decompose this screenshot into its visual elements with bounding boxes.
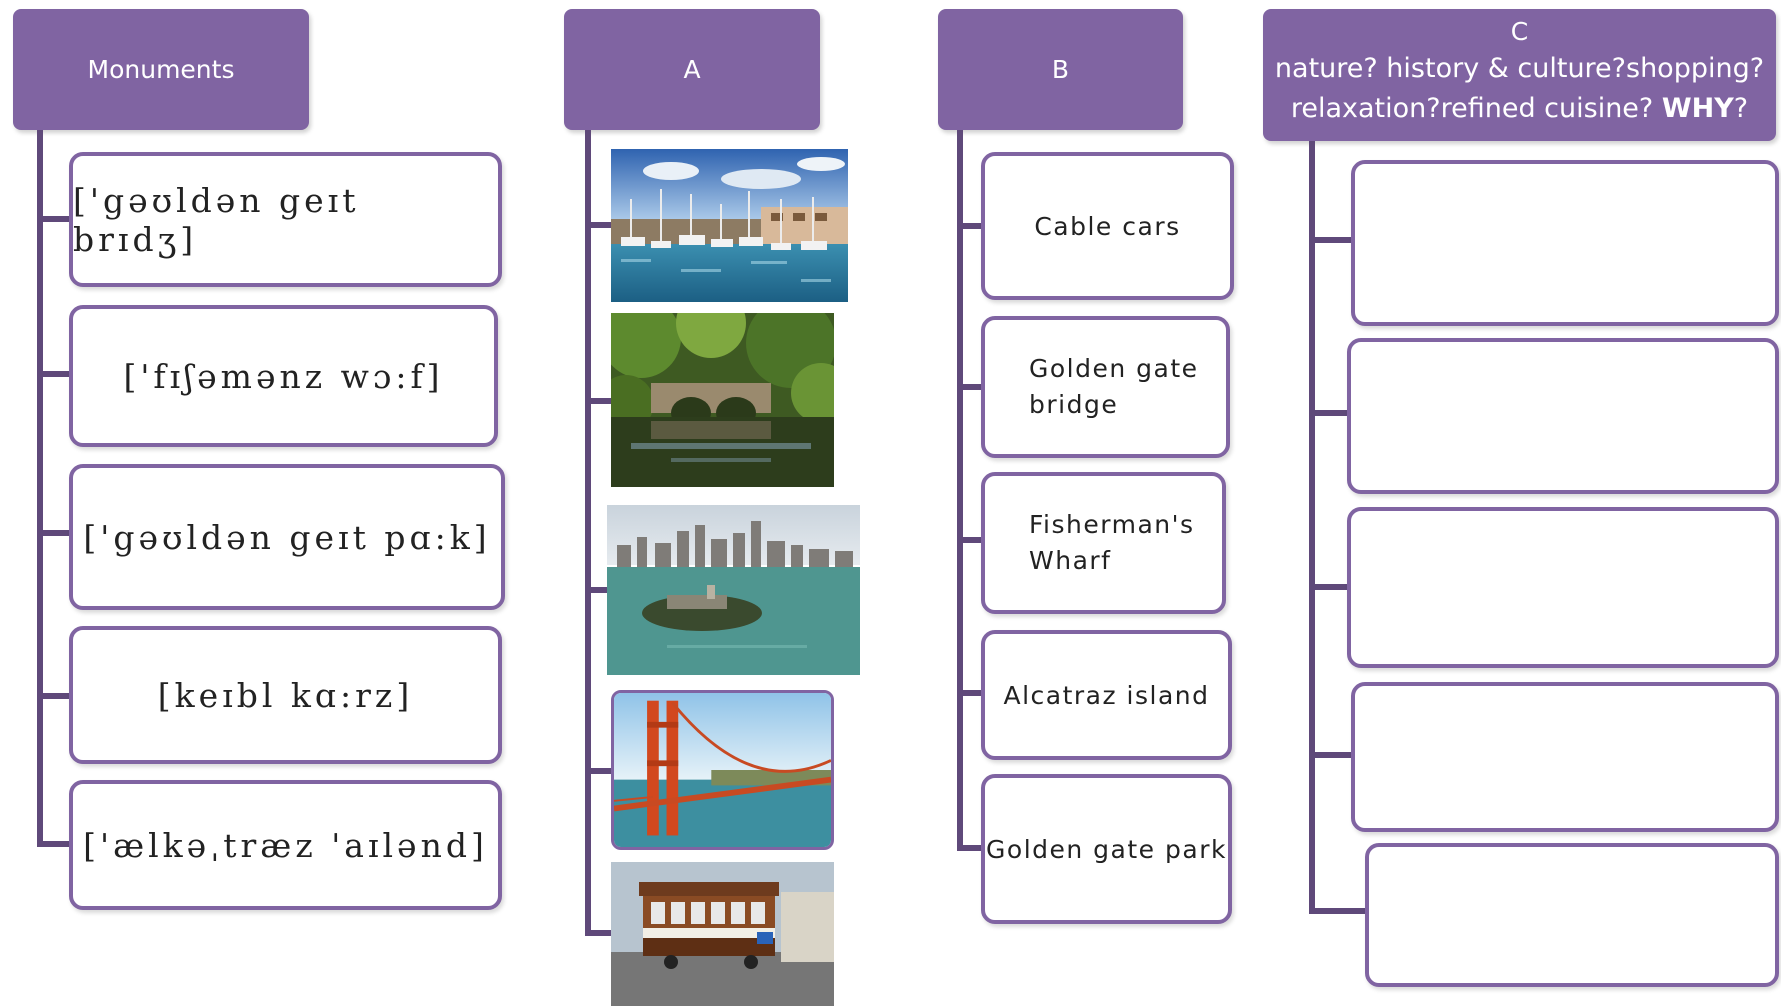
monument-box[interactable]: ['gəʊldən geɪt brɪdʒ] (69, 152, 502, 287)
monument-pronunciation: ['gəʊldən geɪt brɪdʒ] (73, 180, 360, 259)
header-c-question-mark: ? (1733, 93, 1749, 124)
connector-monuments-branch (37, 530, 71, 536)
monument-box[interactable]: ['ælkəˌtræz 'aɪlənd] (69, 780, 502, 910)
place-box[interactable]: Cable cars (981, 152, 1234, 300)
connector-monuments-branch (37, 216, 71, 222)
place-label: Golden gate park (986, 834, 1227, 864)
header-c-why: WHY (1661, 93, 1734, 124)
header-a-label: A (683, 55, 701, 84)
place-label: Cable cars (1034, 211, 1181, 241)
answer-box[interactable] (1351, 682, 1779, 832)
connector-monuments-branch (37, 693, 71, 699)
golden-gate-bridge-icon (614, 693, 831, 847)
monument-box[interactable]: ['gəʊldən geɪt pɑ:k] (69, 464, 505, 610)
header-c-question-line2: relaxation?refined cuisine? WHY? (1291, 92, 1748, 126)
place-label: Fisherman's Wharf (1029, 510, 1195, 575)
answer-box[interactable] (1347, 507, 1779, 668)
connector-b-branch (957, 690, 983, 696)
monument-box[interactable]: [keɪbl kɑ:rz] (69, 626, 502, 764)
header-c: C nature? history & culture?shopping? re… (1263, 9, 1776, 141)
answer-box[interactable] (1347, 338, 1779, 494)
monument-pronunciation: ['fɪʃəmənz wɔ:f] (123, 356, 444, 396)
header-c-question-text: relaxation?refined cuisine? (1290, 93, 1662, 124)
monument-box[interactable]: ['fɪʃəmənz wɔ:f] (69, 305, 498, 447)
place-label: Alcatraz island (1003, 680, 1210, 710)
connector-a-vertical (585, 130, 591, 936)
header-b-label: B (1051, 55, 1070, 84)
monument-pronunciation: ['gəʊldən geɪt pɑ:k] (83, 517, 491, 557)
connector-c-branch (1309, 752, 1353, 758)
header-monuments: Monuments (13, 9, 309, 130)
connector-c-branch (1309, 908, 1367, 914)
picture-cable-car[interactable] (611, 862, 834, 1006)
connector-monuments-vertical (37, 130, 43, 847)
alcatraz-bay-icon (607, 505, 860, 675)
header-b: B (938, 9, 1183, 130)
connector-a-branch (585, 398, 613, 404)
cable-car-icon (611, 862, 834, 1006)
answer-box[interactable] (1351, 160, 1779, 326)
connector-monuments-branch (37, 371, 71, 377)
connector-a-branch (585, 930, 613, 936)
connector-b-branch (957, 537, 983, 543)
connector-c-branch (1309, 237, 1353, 243)
picture-alcatraz-bay[interactable] (607, 505, 860, 675)
harbor-boats-icon (611, 149, 848, 302)
connector-c-branch (1309, 584, 1349, 590)
place-label: Golden gate bridge (1029, 354, 1199, 419)
connector-a-branch (585, 222, 613, 228)
connector-b-branch (957, 223, 983, 229)
picture-park-stone-bridge[interactable] (611, 313, 834, 487)
answer-box[interactable] (1365, 843, 1779, 987)
picture-golden-gate-bridge[interactable] (611, 690, 834, 850)
place-box[interactable]: Fisherman's Wharf (981, 472, 1226, 614)
connector-b-branch (957, 384, 983, 390)
monument-pronunciation: ['ælkəˌtræz 'aɪlənd] (83, 825, 488, 865)
park-stone-bridge-icon (611, 313, 834, 487)
connector-a-branch (585, 587, 613, 593)
monument-pronunciation: [keɪbl kɑ:rz] (157, 675, 414, 715)
connector-c-branch (1309, 410, 1349, 416)
place-box[interactable]: Golden gate bridge (981, 316, 1230, 458)
connector-b-branch (957, 845, 983, 851)
place-box[interactable]: Golden gate park (981, 774, 1232, 924)
connector-a-branch (585, 768, 613, 774)
header-monuments-label: Monuments (87, 55, 235, 84)
picture-harbor-boats[interactable] (611, 149, 848, 302)
header-a: A (564, 9, 820, 130)
header-c-label: C (1510, 17, 1529, 46)
connector-c-vertical (1309, 141, 1315, 914)
header-c-question-line1: nature? history & culture?shopping? (1274, 53, 1765, 84)
place-box[interactable]: Alcatraz island (981, 630, 1232, 760)
connector-monuments-branch (37, 841, 71, 847)
connector-b-vertical (957, 130, 963, 851)
